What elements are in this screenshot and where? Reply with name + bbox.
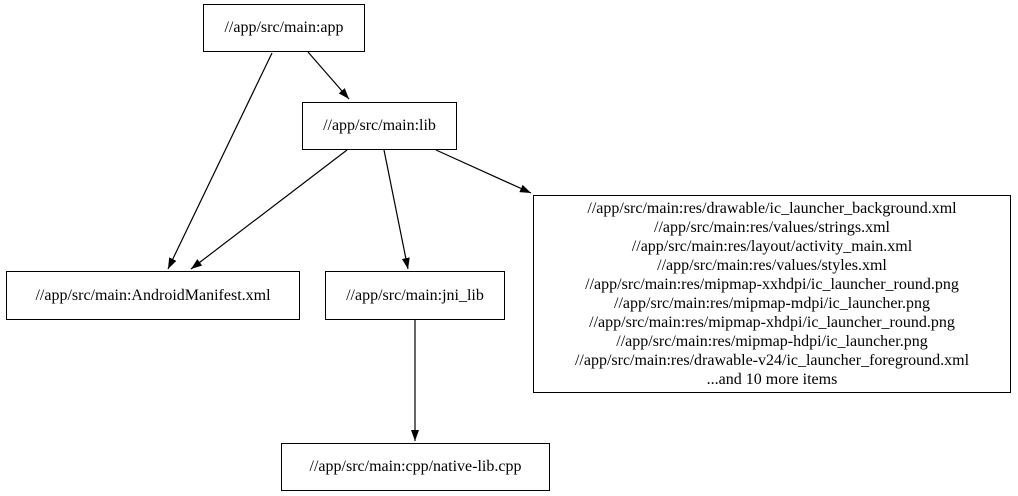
node-lib-label: //app/src/main:lib [323, 117, 436, 134]
edge-lib-to-jni-lib [383, 149, 410, 270]
node-res-files: //app/src/main:res/drawable/ic_launcher_… [533, 195, 1011, 393]
node-android-manifest-label: //app/src/main:AndroidManifest.xml [35, 286, 271, 304]
res-file-line: //app/src/main:res/drawable/ic_launcher_… [587, 200, 957, 217]
res-file-line: //app/src/main:res/mipmap-mdpi/ic_launch… [614, 295, 930, 312]
edge-app-to-manifest [167, 52, 273, 270]
node-jni-lib: //app/src/main:jni_lib [325, 271, 505, 320]
edge-lib-to-res [435, 149, 532, 194]
res-file-line: //app/src/main:res/mipmap-hdpi/ic_launch… [616, 333, 928, 350]
res-file-line: //app/src/main:res/drawable-v24/ic_launc… [574, 352, 970, 369]
node-app: //app/src/main:app [203, 4, 365, 52]
res-file-line: //app/src/main:res/mipmap-xhdpi/ic_launc… [589, 314, 955, 331]
res-more-items-line: ...and 10 more items [706, 371, 838, 388]
edge-app-to-lib [307, 51, 350, 100]
res-file-line: //app/src/main:res/layout/activity_main.… [631, 238, 913, 255]
res-file-line: //app/src/main:res/mipmap-xxhdpi/ic_laun… [585, 276, 959, 293]
res-file-line: //app/src/main:res/values/strings.xml [654, 219, 890, 236]
node-native-lib-cpp-label: //app/src/main:cpp/native-lib.cpp [309, 458, 522, 475]
node-app-label: //app/src/main:app [224, 19, 344, 36]
res-file-line: //app/src/main:res/values/styles.xml [657, 257, 887, 274]
node-android-manifest: //app/src/main:AndroidManifest.xml [6, 271, 300, 320]
node-native-lib-cpp: //app/src/main:cpp/native-lib.cpp [281, 443, 550, 491]
edge-lib-to-manifest [190, 149, 348, 270]
node-lib: //app/src/main:lib [302, 102, 457, 150]
node-jni-lib-label: //app/src/main:jni_lib [346, 286, 484, 304]
